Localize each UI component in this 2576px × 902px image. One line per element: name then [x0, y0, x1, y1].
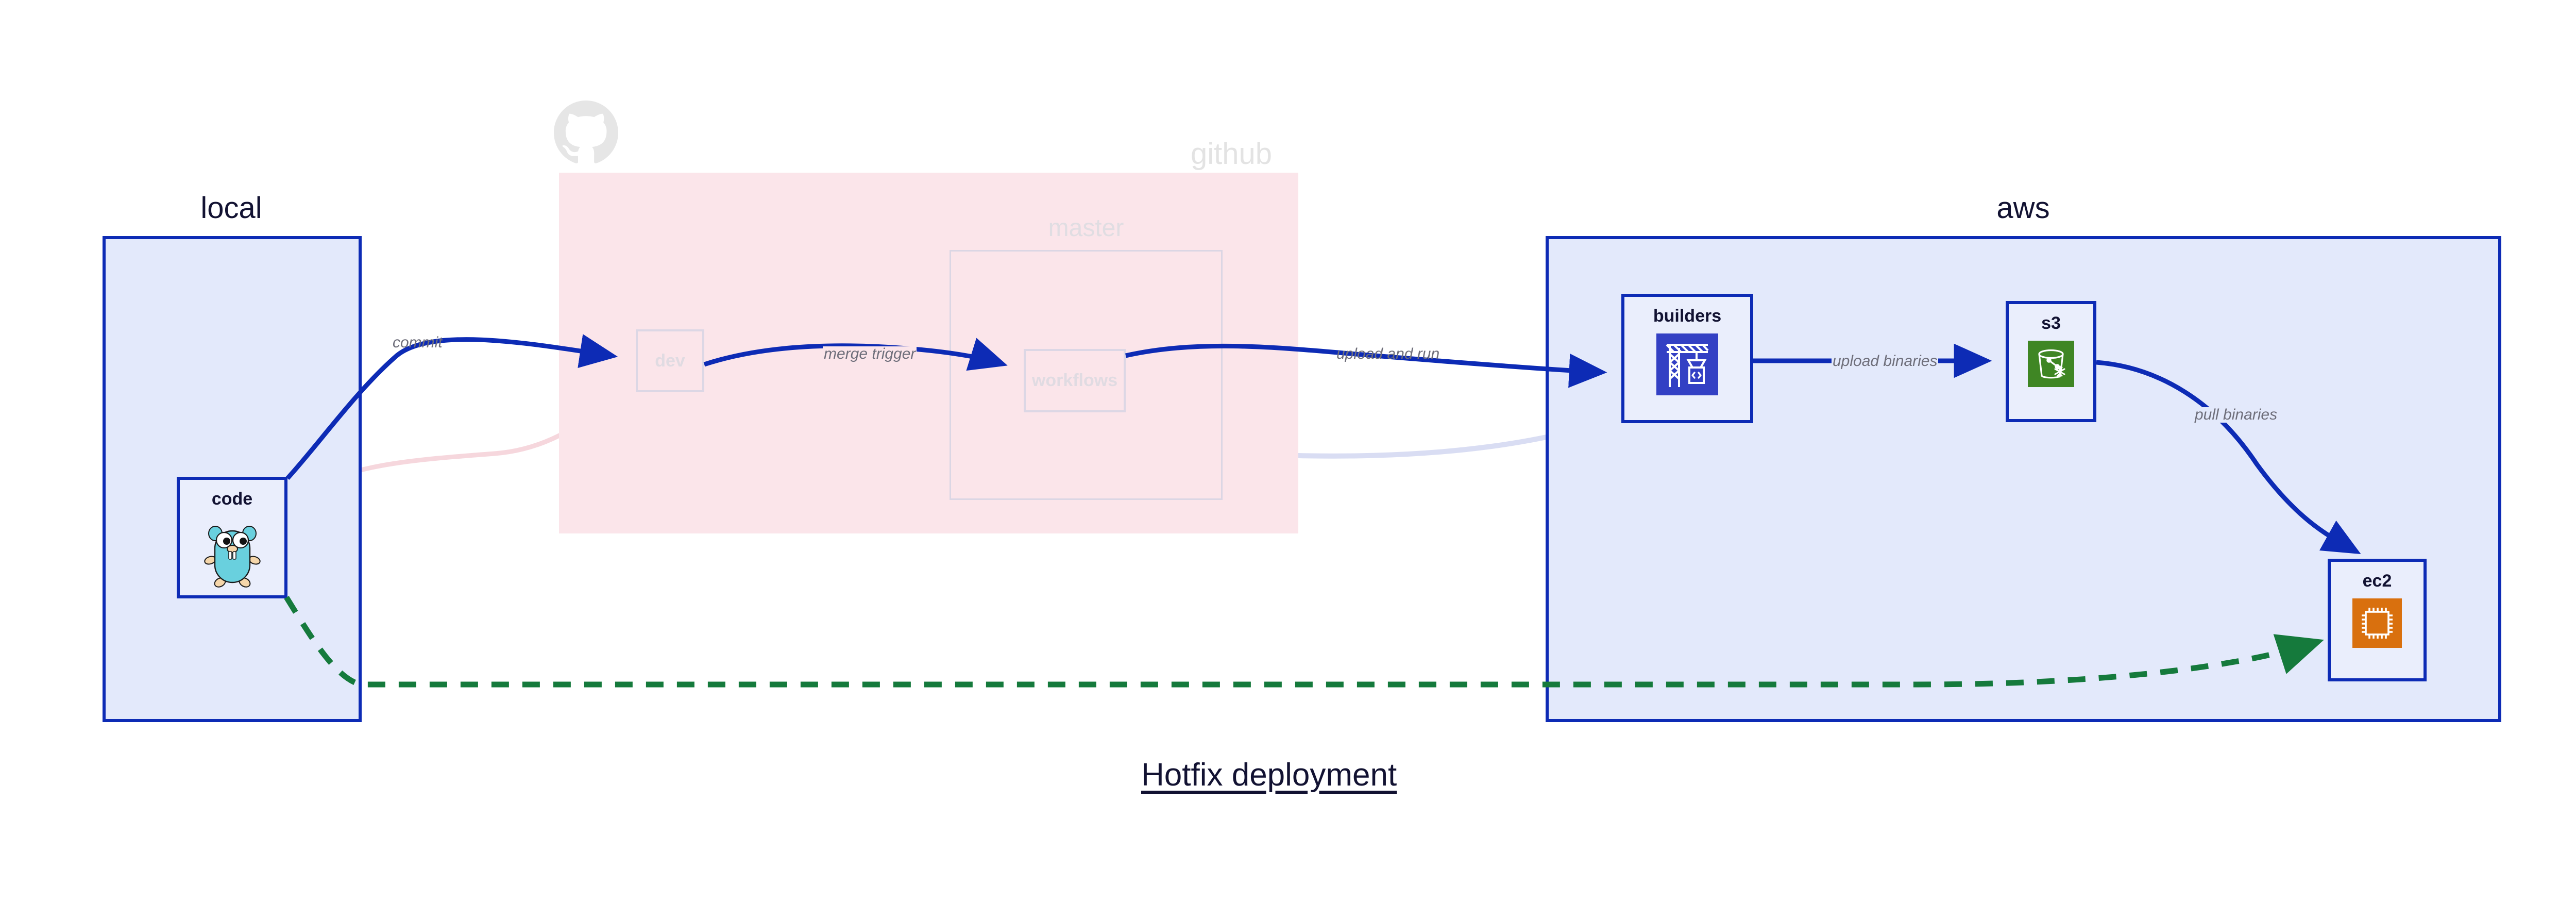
node-code[interactable]: code — [177, 477, 287, 598]
group-github[interactable] — [559, 173, 1298, 533]
aws-s3-glacier-bucket-icon — [2028, 341, 2074, 390]
node-s3[interactable]: s3 — [2006, 301, 2096, 422]
edge-commit — [285, 334, 618, 480]
diagram-title: Hotfix deployment — [1141, 757, 1397, 793]
node-label-ec2: ec2 — [2362, 571, 2392, 591]
go-gopher-icon — [201, 516, 263, 591]
group-label-aws: aws — [1996, 191, 2050, 225]
subgroup-label-master: master — [1048, 214, 1124, 242]
edge-label-pull-binaries: pull binaries — [2194, 406, 2279, 423]
edge-label-commit: commit — [393, 334, 443, 351]
edge-upload-and-run — [1125, 343, 1607, 388]
aws-ec2-chip-icon — [2352, 598, 2402, 650]
node-label-builders: builders — [1653, 306, 1722, 326]
subgroup-master[interactable] — [950, 250, 1223, 500]
aws-codebuild-crane-icon — [1656, 333, 1718, 398]
node-dev[interactable]: dev — [636, 329, 704, 392]
edge-label-merge-trigger: merge trigger — [823, 345, 917, 362]
node-workflows[interactable]: workflows — [1024, 349, 1126, 412]
edge-label-upload-binaries: upload binaries — [1832, 353, 1939, 370]
node-builders[interactable]: builders — [1621, 294, 1753, 423]
node-label-workflows: workflows — [1031, 371, 1118, 390]
node-label-code: code — [211, 489, 253, 509]
github-octocat-icon — [554, 101, 618, 163]
node-ec2[interactable]: ec2 — [2328, 559, 2427, 681]
edge-label-upload-and-run: upload and run — [1336, 345, 1440, 362]
group-label-github: github — [1190, 137, 1273, 171]
edge-pull-binaries — [2096, 360, 2361, 555]
edge-hotfix-direct — [284, 596, 2324, 688]
node-label-dev: dev — [655, 350, 685, 371]
group-label-local: local — [200, 191, 262, 225]
node-label-s3: s3 — [2041, 313, 2061, 333]
